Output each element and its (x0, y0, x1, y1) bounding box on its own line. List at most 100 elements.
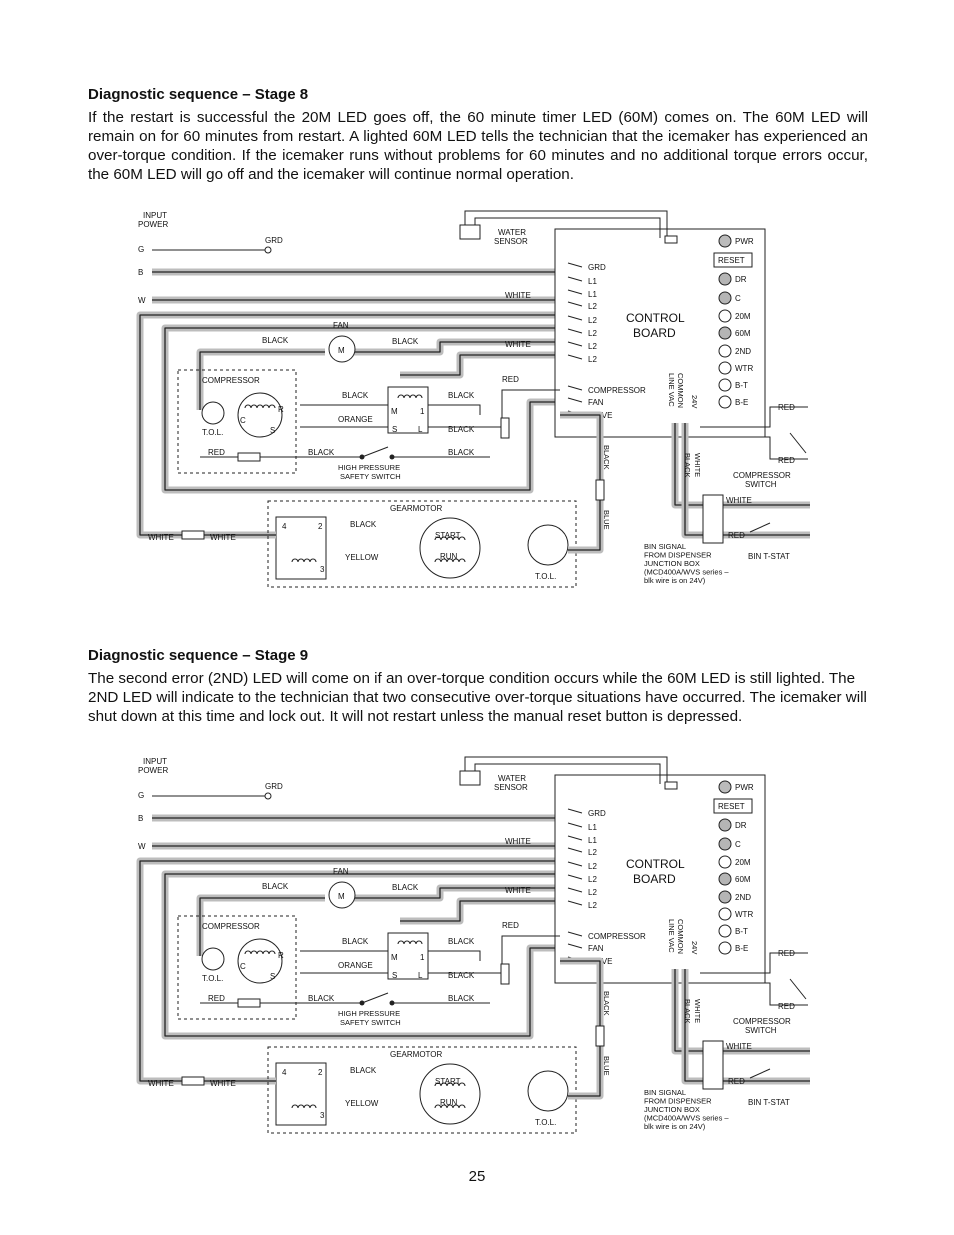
compressor-terminal: S (270, 426, 275, 435)
bin-signal-label: BIN SIGNAL (644, 542, 686, 551)
relay-terminal: M (391, 407, 398, 416)
wire-label-red: RED (208, 994, 225, 1003)
wire-white-fan-line (400, 354, 560, 376)
wire-label-orange: ORANGE (338, 415, 373, 424)
compressor-switch-wire (700, 952, 808, 974)
fan-motor-icon (328, 881, 356, 909)
gearmotor-tol-label: T.O.L. (535, 572, 556, 581)
gearmotor-relay-icon (275, 1062, 327, 1126)
wire-label-black: BLACK (342, 937, 369, 946)
fan-label: FAN (333, 321, 349, 330)
led-60m (718, 326, 732, 340)
gearmotor-tol-icon (527, 1070, 569, 1112)
line-label-b: B (138, 814, 143, 823)
terminal-label: L2 (588, 355, 597, 364)
led-b-t (718, 378, 732, 392)
line-label-w: W (138, 842, 146, 851)
water-sensor-wire (464, 756, 668, 784)
connector-icon (181, 530, 205, 540)
fan-label: FAN (333, 867, 349, 876)
connector-icon (595, 479, 605, 501)
led-wtr (718, 361, 732, 375)
terminal-label: COMPRESSOR (588, 932, 646, 941)
wire-white-bin-line (674, 969, 810, 1052)
led-c (718, 291, 732, 305)
compressor-switch-wire (720, 982, 808, 1006)
gearmotor-start-label: START (435, 531, 461, 540)
gearmotor-run-coil-icon (434, 1104, 466, 1109)
wire-label-black: BLACK (683, 999, 692, 1024)
gearmotor-terminal: 3 (320, 1111, 325, 1120)
compressor-switch-wire (700, 406, 808, 428)
wire-black-comp-line (199, 351, 325, 410)
gearmotor-coil-icon (291, 558, 317, 563)
terminal-label: COMPRESSOR (588, 386, 646, 395)
wire-label-white: WHITE (210, 1079, 236, 1088)
wire-label-red: RED (778, 403, 795, 412)
high-pressure-label: SAFETY SWITCH (340, 472, 401, 481)
terminal-stub (567, 900, 583, 906)
led-label: 60M (735, 329, 751, 338)
red-wire (428, 935, 560, 974)
led-wtr (718, 907, 732, 921)
terminal-stub (567, 354, 583, 360)
compressor-box (177, 369, 297, 474)
tol-icon (201, 401, 225, 425)
connector-icon (500, 417, 510, 439)
gearmotor-start-label: START (435, 1077, 461, 1086)
wire-black-bin-line (684, 969, 810, 1082)
ground-terminal-icon (264, 792, 272, 800)
wire-label-black: BLACK (448, 391, 475, 400)
terminal-stub (567, 847, 583, 853)
terminal-label: L2 (588, 862, 597, 871)
compressor-motor-icon (237, 392, 283, 438)
terminal-stub (567, 341, 583, 347)
v24-label: 24V (690, 395, 699, 408)
wire-label-red: RED (728, 531, 745, 540)
wire-label-orange: ORANGE (338, 961, 373, 970)
terminal-stub (567, 301, 583, 307)
tol-label: T.O.L. (202, 974, 223, 983)
wire-black-loop-line (164, 873, 560, 1037)
terminal-label: L2 (588, 342, 597, 351)
relay-terminal: S (392, 971, 397, 980)
high-pressure-switch-blade (361, 446, 389, 458)
water-sensor-icon (459, 224, 481, 240)
terminal-label: L1 (588, 277, 597, 286)
bin-tstat-label: BIN T-STAT (748, 1098, 790, 1107)
led-20m (718, 855, 732, 869)
fan-motor-label: M (338, 892, 345, 901)
bin-signal-label: FROM DISPENSER (644, 1097, 712, 1106)
compressor-switch-blade (789, 432, 807, 454)
compressor-terminal: C (240, 416, 246, 425)
wire-label-white: WHITE (148, 533, 174, 542)
wire-label-white: WHITE (148, 1079, 174, 1088)
gearmotor-run-label: RUN (440, 1098, 458, 1107)
wire-label-red: RED (778, 1002, 795, 1011)
terminal-label: L2 (588, 302, 597, 311)
terminal-label: L2 (588, 875, 597, 884)
line-vac-label: LINE VAC (667, 919, 676, 953)
reset-label: RESET (718, 256, 745, 265)
relay-terminal: S (392, 425, 397, 434)
connector-icon (237, 452, 261, 462)
terminal-stub (567, 808, 583, 814)
gearmotor-coil-icon (291, 1104, 317, 1109)
stage8-title: Diagnostic sequence – Stage 8 (88, 86, 309, 103)
bin-signal-label: JUNCTION BOX (644, 1105, 700, 1114)
terminal-stub (567, 289, 583, 295)
grd-label: GRD (265, 236, 283, 245)
led-label: B-T (735, 381, 748, 390)
wire-white-fan (400, 897, 560, 925)
black-wire (428, 404, 481, 415)
wire-white-bin-line (674, 423, 810, 506)
wire-black-fan-line (352, 341, 560, 353)
red-wire (428, 389, 560, 428)
bin-signal-label: blk wire is on 24V) (644, 576, 706, 585)
gearmotor-icon (419, 517, 481, 579)
wiring-diagram-svg: INPUTPOWERGBWGRDCONTROLBOARDGRDL1L1L2L2L… (136, 210, 810, 588)
wire-white-loop-line (139, 860, 560, 1082)
terminal-label: GRD (588, 809, 606, 818)
led-label: WTR (735, 910, 753, 919)
